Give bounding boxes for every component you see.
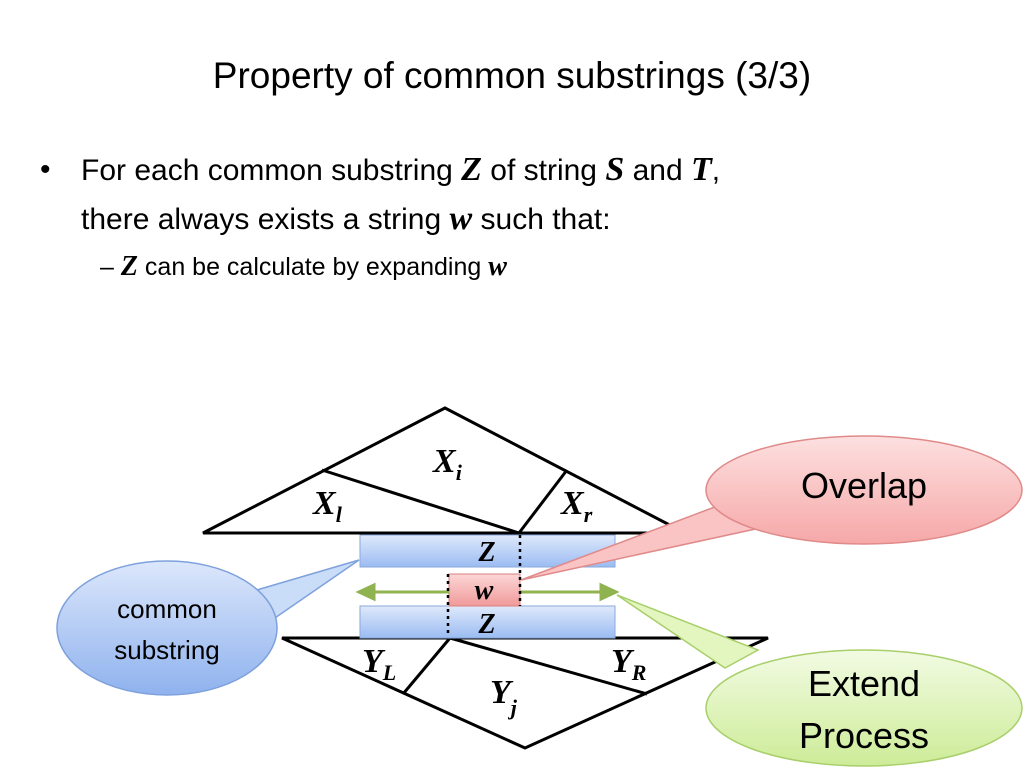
label-yr: YR	[611, 643, 646, 685]
z-label-bottom: Z	[477, 609, 495, 640]
label-xl: Xl	[312, 485, 343, 527]
common-callout-bubble	[56, 560, 278, 696]
var-z: Z	[120, 251, 138, 282]
slide-title: Property of common substrings (3/3)	[212, 55, 812, 96]
bullet-1-text-e: there always exists a string	[81, 203, 450, 236]
bullet-1-text-a: For each common substring	[81, 154, 462, 187]
label-xi: Xi	[432, 443, 463, 485]
overlap-callout-text: Overlap	[801, 465, 927, 506]
common-callout-line-1: common	[117, 594, 217, 624]
label-xr: Xr	[560, 485, 593, 527]
label-yj: Yj	[490, 674, 518, 720]
z-bar-bottom	[359, 605, 616, 639]
bullet-1-text-c: and	[624, 154, 691, 187]
bullet-1-text-d: ,	[711, 154, 721, 187]
bottom-triangle-outline	[281, 636, 769, 750]
var-w: w	[449, 200, 473, 237]
bullet-1-text-f: such that:	[472, 203, 611, 236]
bottom-triangle: YL Yj YR	[281, 636, 769, 750]
expand-arrows	[355, 582, 620, 602]
extend-callout-bubble	[705, 649, 1023, 767]
w-label: w	[475, 575, 494, 606]
overlap-callout-bubble	[705, 435, 1023, 545]
bullet-1-line-1: For each common substring Z of string S …	[81, 146, 1000, 195]
common-callout-line-2: substring	[114, 635, 220, 665]
bullet-1: • For each common substring Z of string …	[40, 146, 1000, 244]
left-arrow-head	[355, 582, 376, 602]
top-left-split	[321, 468, 520, 535]
bullet-marker: •	[40, 153, 51, 186]
z-label-top: Z	[477, 537, 495, 568]
bullet-1-text-b: of string	[481, 154, 606, 187]
top-right-split	[517, 469, 569, 534]
extend-callout-pointer	[616, 594, 760, 669]
label-yl: YL	[362, 643, 396, 685]
var-t: T	[690, 151, 712, 188]
bullet-2-text: can be calculate by expanding	[137, 253, 489, 281]
bottom-left-split	[401, 637, 452, 695]
w-box	[448, 573, 521, 607]
var-w: w	[488, 251, 507, 282]
bottom-right-split	[449, 636, 648, 696]
common-substring-callout: common substring	[56, 559, 360, 696]
top-triangle: Xi Xl Xr	[202, 406, 686, 535]
var-s: S	[605, 151, 625, 188]
extend-callout-line-2: Process	[799, 715, 929, 756]
dash-marker: –	[100, 253, 114, 281]
overlap-callout: Overlap	[520, 435, 1023, 581]
bullet-2: – Z can be calculate by expanding w	[100, 250, 507, 284]
bullet-1-line-2: there always exists a string w such that…	[81, 195, 1000, 244]
extend-callout-line-1: Extend	[808, 663, 920, 704]
var-z: Z	[461, 151, 482, 188]
right-arrow-head	[599, 582, 620, 602]
extend-process-callout: Extend Process	[616, 594, 1023, 767]
